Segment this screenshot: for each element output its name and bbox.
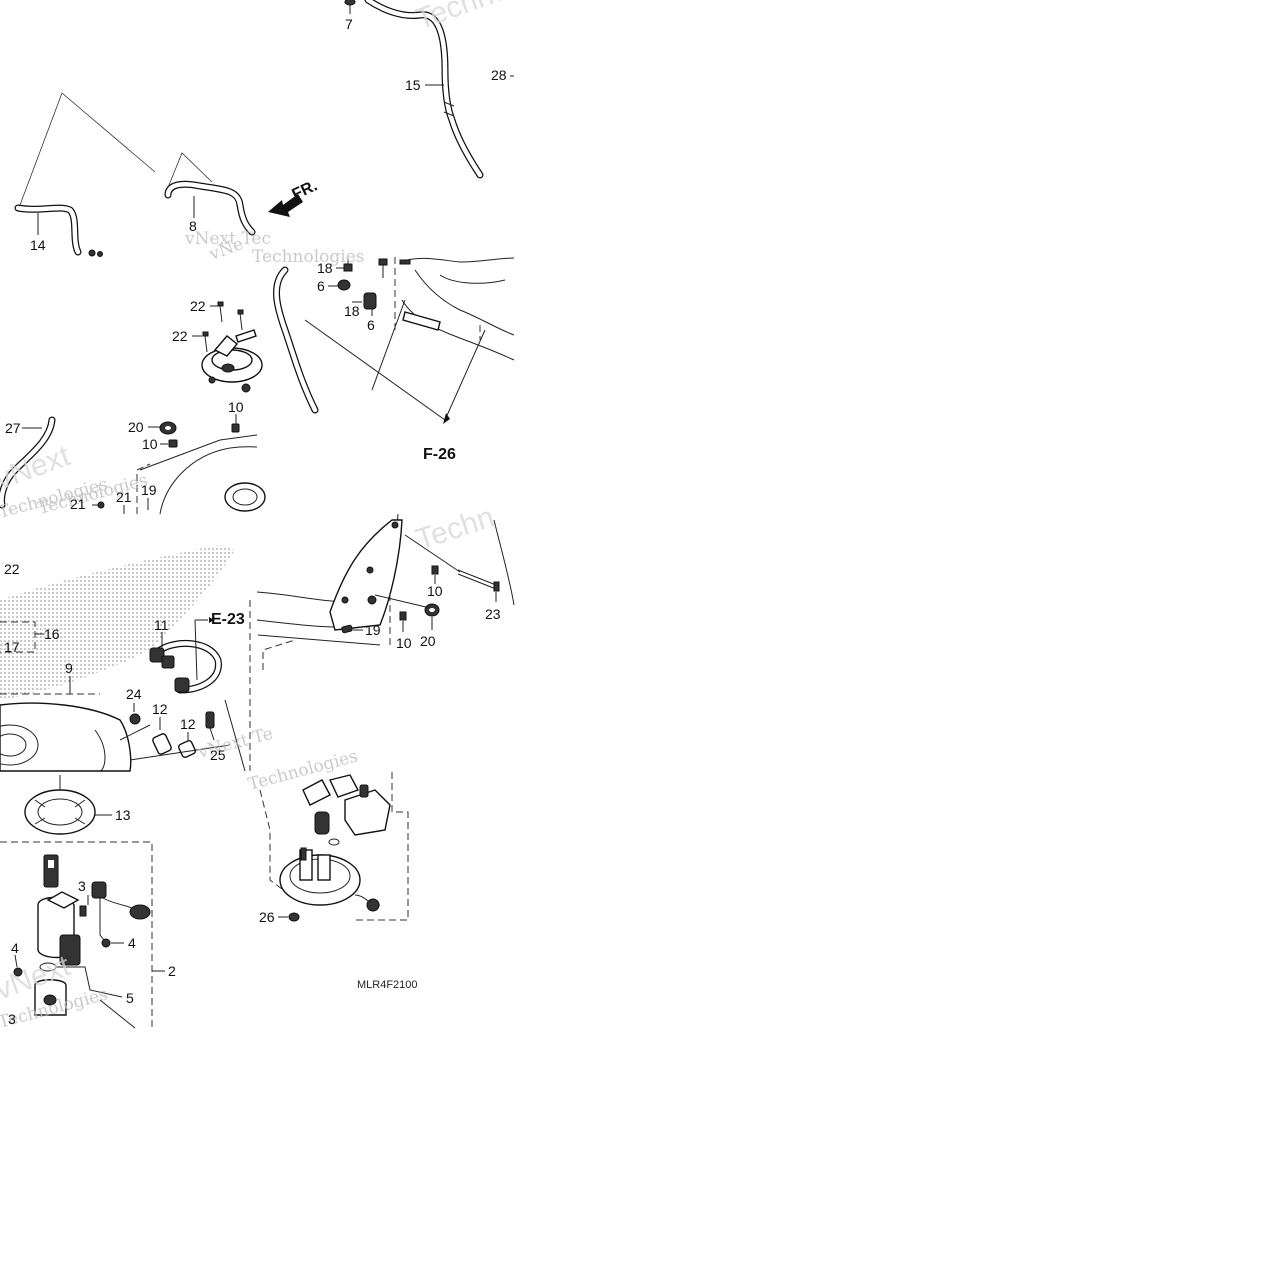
callout-18-left: 18 <box>317 260 333 276</box>
callout-26: 26 <box>259 909 275 925</box>
part-callouts: 7 15 28 14 8 18 6 18 6 22 22 10 20 10 27… <box>4 16 507 1027</box>
callout-8: 8 <box>189 218 197 234</box>
callout-21-upper: 21 <box>116 489 132 505</box>
callout-12-right: 12 <box>180 716 196 732</box>
callout-7: 7 <box>345 16 353 32</box>
callout-3-lower: 3 <box>8 1011 16 1027</box>
tile-drain-hose <box>268 0 514 217</box>
tile-fuel-cap <box>0 301 266 515</box>
callout-28: 28 <box>491 67 507 83</box>
callout-23: 23 <box>485 606 501 622</box>
callout-5: 5 <box>126 990 134 1006</box>
watermark-text: Techn <box>412 501 498 557</box>
callout-18-right: 18 <box>344 303 360 319</box>
watermark-text: vNext Te <box>195 724 275 763</box>
callout-25: 25 <box>210 747 226 763</box>
callout-11: 11 <box>154 617 169 633</box>
callout-10-cap: 10 <box>228 399 244 415</box>
callout-17: 17 <box>4 639 20 655</box>
callout-24: 24 <box>126 686 142 702</box>
tile-fuel-pump <box>0 775 165 1029</box>
callout-10-rear-upper: 10 <box>427 583 443 599</box>
callout-22-side: 22 <box>4 561 20 577</box>
callout-14: 14 <box>30 237 46 253</box>
watermark-text: Technologies <box>252 247 365 267</box>
front-arrow <box>268 194 303 217</box>
diagram-code: MLR4F2100 <box>357 979 418 991</box>
callout-15: 15 <box>405 77 421 93</box>
callout-20-lower: 20 <box>420 633 436 649</box>
ref-f-26: F-26 <box>423 446 456 463</box>
callout-22-lower: 22 <box>172 328 188 344</box>
tile-tank-rear <box>256 513 515 670</box>
callout-19-upper: 19 <box>141 482 157 498</box>
callout-2: 2 <box>168 963 176 979</box>
ref-e-23: E-23 <box>211 611 245 628</box>
callout-10-rear-lower: 10 <box>396 635 412 651</box>
callout-20-upper: 20 <box>128 419 144 435</box>
callout-13: 13 <box>115 807 131 823</box>
callout-16: 16 <box>44 626 60 642</box>
callout-22-upper: 22 <box>190 298 206 314</box>
tile-tank-mount <box>273 257 515 424</box>
tile-tank-body <box>0 545 251 772</box>
callout-6-right: 6 <box>367 317 375 333</box>
callout-9: 9 <box>65 660 73 676</box>
watermark-text: vNext Tec <box>184 229 271 249</box>
watermark-text: Techno <box>411 0 513 37</box>
callout-27: 27 <box>5 420 21 436</box>
watermarks: Techno vNext Tec vNe Technologies vNext … <box>0 0 513 1033</box>
callout-19-lower: 19 <box>365 622 381 638</box>
tile-breather-hoses <box>14 92 256 257</box>
tile-pump-flange <box>259 772 409 922</box>
callout-4-left: 4 <box>11 940 19 956</box>
callout-3-upper: 3 <box>78 878 86 894</box>
callout-21-lower: 21 <box>70 496 86 512</box>
callout-12-left: 12 <box>152 701 168 717</box>
callout-10-upper: 10 <box>142 436 158 452</box>
callout-6-left: 6 <box>317 278 325 294</box>
callout-4-right: 4 <box>128 935 136 951</box>
front-arrow-label: FR. <box>290 177 321 203</box>
